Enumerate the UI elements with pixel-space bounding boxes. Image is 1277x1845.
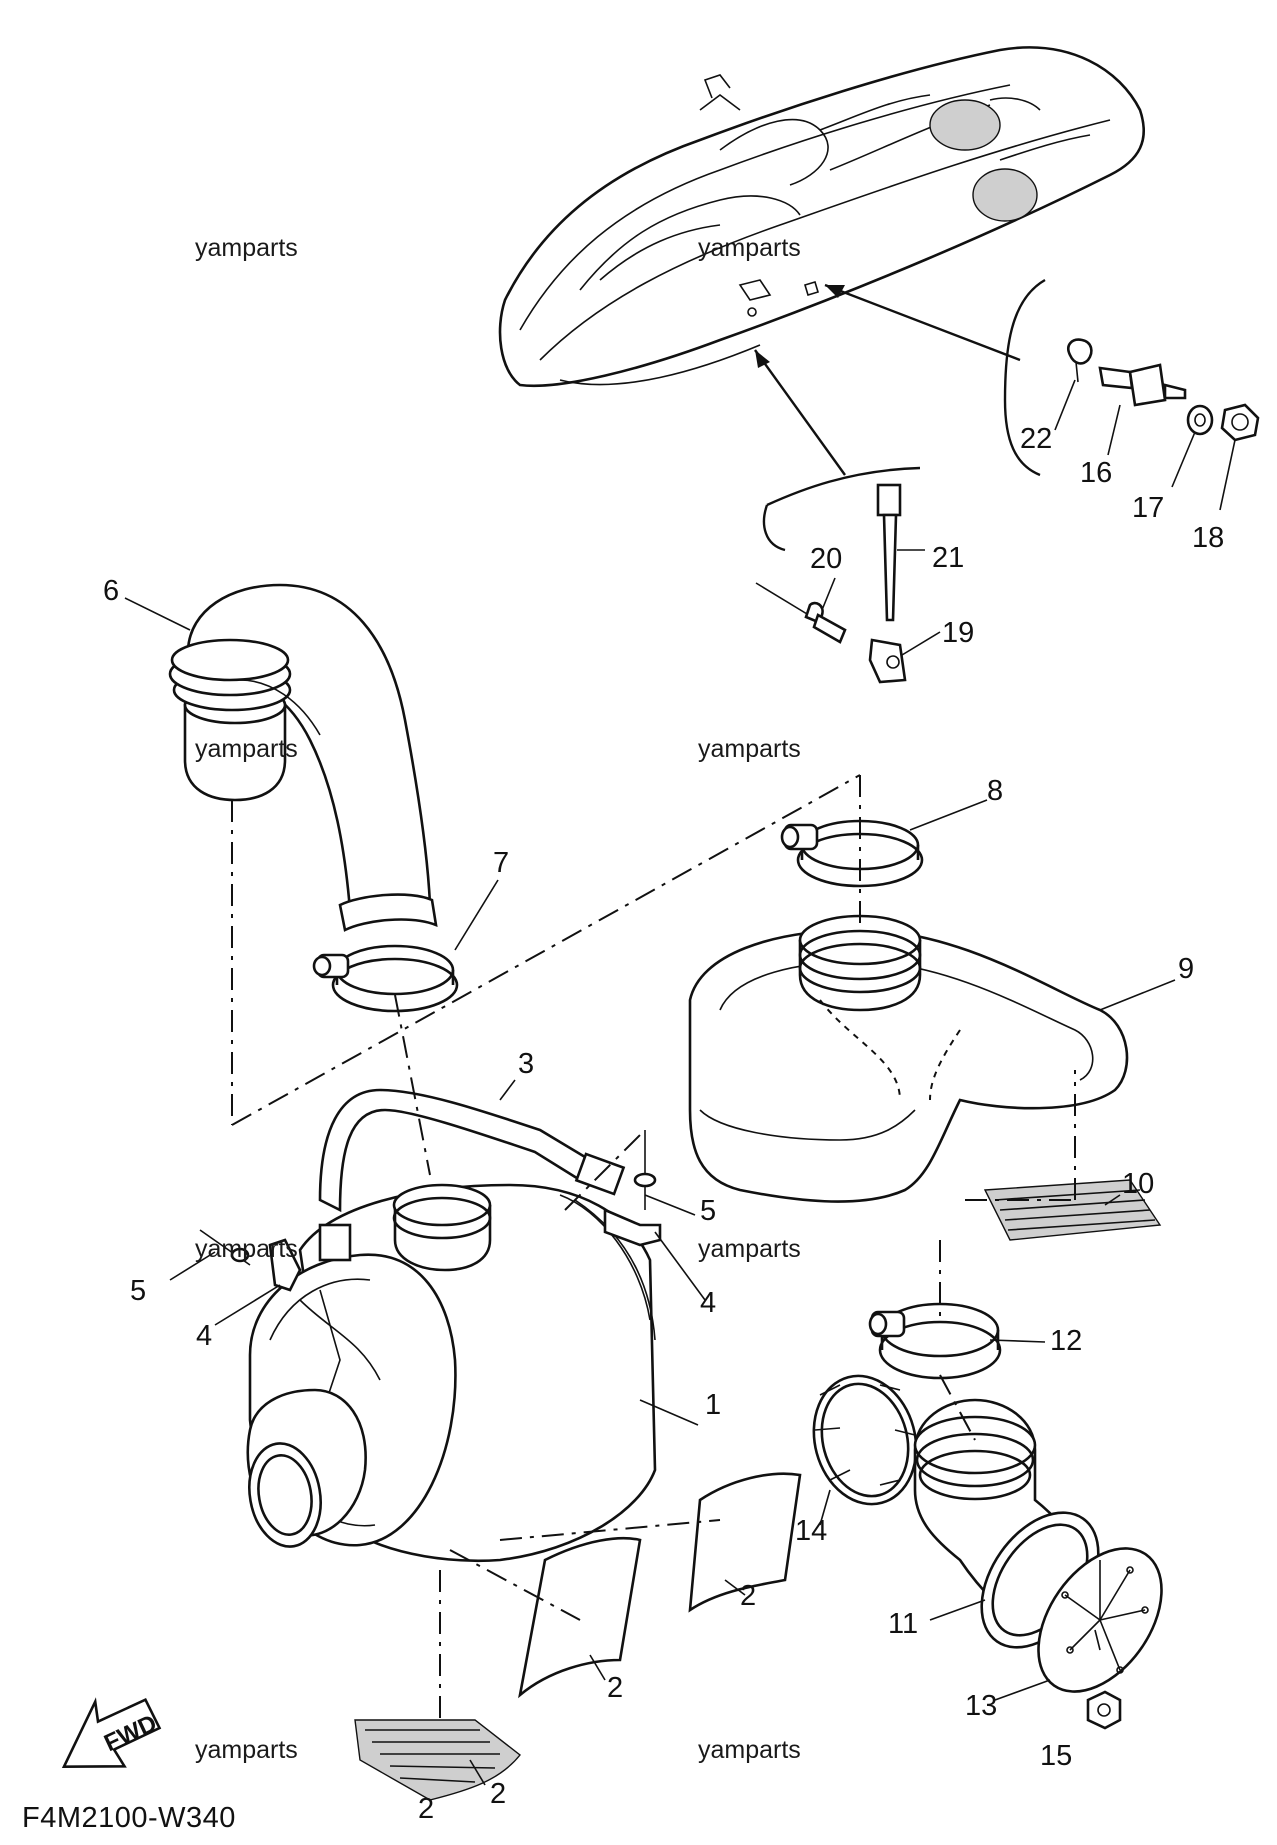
watercraft-hull-illustration <box>498 46 1145 388</box>
part-label-5-b: 5 <box>130 1275 146 1307</box>
part-label-22: 22 <box>1020 423 1052 455</box>
part-label-7: 7 <box>493 847 509 879</box>
brackets-and-rivets <box>199 1130 662 1292</box>
air-box-body <box>246 1183 657 1562</box>
drain-plug-hardware <box>1067 338 1260 442</box>
part-label-17: 17 <box>1132 492 1164 524</box>
watermark-text: yamparts <box>195 735 298 763</box>
part-label-20: 20 <box>810 543 842 575</box>
hose-clamp-12 <box>868 1302 1002 1380</box>
part-label-16: 16 <box>1080 457 1112 489</box>
part-label-8: 8 <box>987 775 1003 807</box>
filter-sheets-2 <box>354 1472 802 1801</box>
mesh-pad-10 <box>983 1179 1162 1241</box>
hose-clamp-8 <box>780 819 924 888</box>
perforated-plate-13 <box>1037 1547 1163 1693</box>
watermark-text: yamparts <box>195 234 298 262</box>
part-label-2-c: 2 <box>490 1778 506 1810</box>
resonator-box <box>688 914 1129 1203</box>
hull-callout-brackets <box>754 278 1046 552</box>
hose-clamp-7 <box>312 944 459 1013</box>
part-label-6: 6 <box>103 575 119 607</box>
part-label-15: 15 <box>1040 1740 1072 1772</box>
part-label-2-b: 2 <box>607 1672 623 1704</box>
part-label-10: 10 <box>1122 1168 1154 1200</box>
part-label-2-d: 2 <box>418 1793 434 1825</box>
cable-tie-rivet-clip <box>755 483 907 684</box>
nut-15 <box>1086 1690 1122 1730</box>
part-label-14: 14 <box>795 1515 827 1547</box>
part-label-3: 3 <box>518 1048 534 1080</box>
part-number-labels: 1 2 2 2 2 3 4 4 5 5 6 7 8 9 10 11 12 13 … <box>103 423 1224 1825</box>
watermark-text: yamparts <box>698 234 801 262</box>
part-label-4-b: 4 <box>196 1320 212 1352</box>
part-label-18: 18 <box>1192 522 1224 554</box>
leader-lines <box>124 379 1236 1786</box>
watermarks: yamparts yamparts yamparts yamparts yamp… <box>195 234 801 1764</box>
part-label-12: 12 <box>1050 1325 1082 1357</box>
watermark-text: yamparts <box>698 1235 801 1263</box>
cage-ring-14 <box>812 1374 918 1506</box>
part-label-5-a: 5 <box>700 1195 716 1227</box>
part-label-4-a: 4 <box>700 1287 716 1319</box>
part-label-9: 9 <box>1178 953 1194 985</box>
watermark-text: yamparts <box>698 735 801 763</box>
watermark-text: yamparts <box>698 1736 801 1764</box>
retaining-strap-3 <box>318 1088 626 1262</box>
part-label-19: 19 <box>942 617 974 649</box>
part-label-11: 11 <box>888 1608 918 1640</box>
air-intake-elbow-duct <box>168 583 438 932</box>
assembly-centerlines <box>231 774 1076 1720</box>
part-label-13: 13 <box>965 1690 997 1722</box>
watermark-text: yamparts <box>195 1736 298 1764</box>
part-label-1: 1 <box>705 1389 721 1421</box>
forward-direction-arrow: FWD <box>61 1697 162 1769</box>
watermark-text: yamparts <box>195 1235 298 1263</box>
diagram-code: F4M2100-W340 <box>22 1802 236 1834</box>
part-label-21: 21 <box>932 542 964 574</box>
part-label-2-a: 2 <box>740 1580 756 1612</box>
outlet-elbow-11 <box>913 1398 1100 1649</box>
